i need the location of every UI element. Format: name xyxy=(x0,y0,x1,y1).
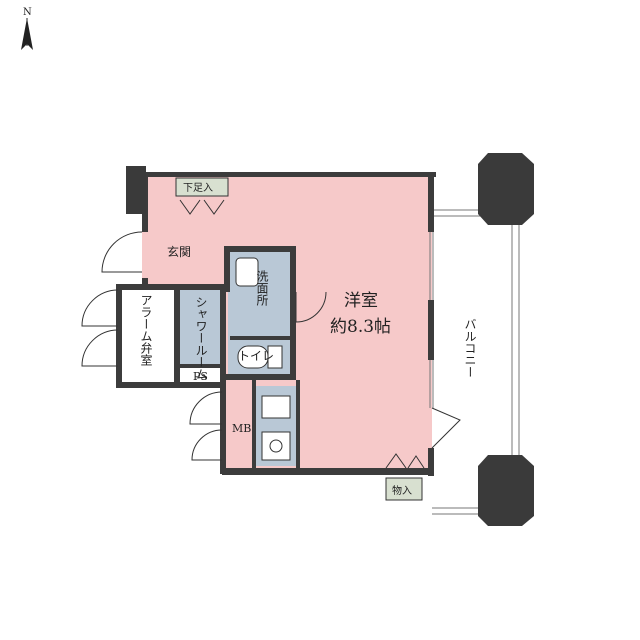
north-label: N xyxy=(23,7,32,18)
washbasin-icon xyxy=(235,257,259,287)
walls xyxy=(116,172,436,476)
room-label-entrance: 玄関 xyxy=(167,244,191,259)
room-label-mb: MB xyxy=(232,422,251,435)
fixtures xyxy=(235,257,291,461)
label-balcony: バルコニー xyxy=(463,318,477,378)
window xyxy=(429,232,434,408)
north-arrow-icon xyxy=(21,18,33,50)
door-swings xyxy=(81,199,461,469)
room-label-alarm-valve: アラーム弁室 xyxy=(139,294,153,366)
room-label-western: 洋室 xyxy=(344,291,378,311)
shoe-closet xyxy=(175,177,229,197)
storage-closet xyxy=(385,477,423,501)
sink-icon xyxy=(261,395,291,419)
label-storage: 物入 xyxy=(392,484,412,497)
room-label-washroom: 洗面所 xyxy=(255,270,269,306)
room-label-toilet: トイレ xyxy=(238,349,274,363)
structural-column xyxy=(126,166,146,214)
room-label-ps: PS xyxy=(193,370,208,383)
structural-column xyxy=(478,153,534,526)
label-shoe-closet: 下足入 xyxy=(183,182,213,194)
balcony-area xyxy=(432,209,520,515)
room-label-shower: シャワールーム xyxy=(194,296,208,380)
room-size-western: 約8.3帖 xyxy=(330,317,391,337)
